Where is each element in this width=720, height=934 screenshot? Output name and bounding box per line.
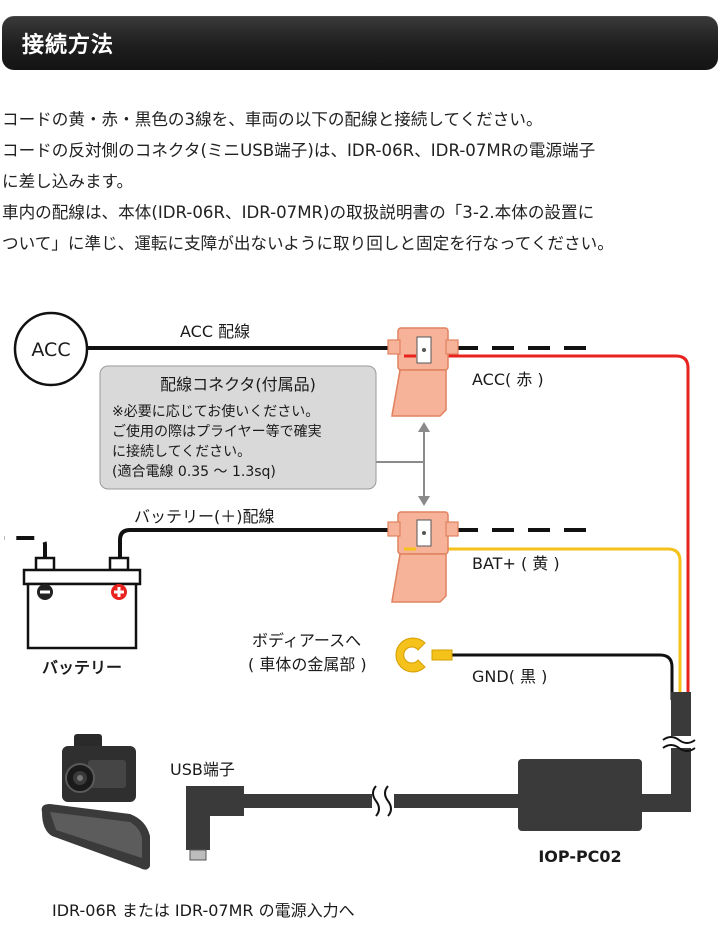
bundled-cable xyxy=(640,692,696,812)
body-earth-sub-label: ( 車体の金属部 ) xyxy=(248,655,367,674)
connector-arrow xyxy=(376,422,430,506)
usb-label: USB端子 xyxy=(170,760,235,779)
yellow-wire xyxy=(420,547,682,700)
dashcam-icon xyxy=(62,734,136,802)
connector-note-line: (適合電線 0.35 ～ 1.3sq) xyxy=(112,463,276,480)
bat-connector-label: BAT+ ( 黄 ) xyxy=(472,554,560,573)
acc-wire-label: ACC 配線 xyxy=(180,322,250,341)
connector-note-title: 配線コネクタ(付属品) xyxy=(160,375,316,394)
intro-line: 車内の配線は、本体(IDR-06R、IDR-07MR)の取扱説明書の「3-2.本… xyxy=(2,203,595,222)
body-earth-label: ボディアースへ xyxy=(252,631,361,650)
intro-line: コードの反対側のコネクタ(ミニUSB端子)は、IDR-06R、IDR-07MRの… xyxy=(2,141,596,160)
usb-plug-icon xyxy=(186,786,244,861)
intro-line: ついて」に準じ、運転に支障が出ないように取り回しと固定を行なってください。 xyxy=(2,234,614,253)
gnd-label: GND( 黒 ) xyxy=(472,667,547,686)
connector-note-line: ※必要に応じてお使いください。 xyxy=(112,403,319,420)
intro-text: コードの黄・赤・黒色の3線を、車両の以下の配線と接続してください。 コードの反対… xyxy=(2,104,718,259)
section-title: 接続方法 xyxy=(22,33,115,58)
battery-neg-wire xyxy=(4,536,47,560)
battery-wire-label: バッテリー(＋)配線 xyxy=(134,507,275,526)
battery-wire xyxy=(118,528,415,560)
battery-icon xyxy=(22,556,142,650)
connector-note-line: に接続してください。 xyxy=(112,443,251,460)
usb-cable xyxy=(230,785,520,817)
connector-note-box xyxy=(99,365,377,490)
bottom-caption: IDR-06R または IDR-07MR の電源入力へ xyxy=(52,901,355,920)
module-label: IOP-PC02 xyxy=(538,847,621,866)
battery-label: バッテリー xyxy=(42,658,122,677)
red-wire xyxy=(420,354,690,700)
acc-circle-label: ACC xyxy=(31,339,70,361)
bat-connector xyxy=(387,511,459,603)
acc-circle xyxy=(13,311,89,387)
iop-pc02-module xyxy=(518,759,642,831)
ring-terminal-icon xyxy=(395,637,453,673)
mirror-monitor-icon xyxy=(41,804,150,870)
acc-connector xyxy=(387,327,459,417)
intro-line: コードの黄・赤・黒色の3線を、車両の以下の配線と接続してください。 xyxy=(2,110,543,129)
gnd-wire xyxy=(448,653,674,700)
acc-connector-label: ACC( 赤 ) xyxy=(472,370,544,389)
connector-note-line: ご使用の際はプライヤー等で確実 xyxy=(112,423,322,440)
intro-line: に差し込みます。 xyxy=(2,172,134,191)
section-header-bar xyxy=(2,16,718,70)
